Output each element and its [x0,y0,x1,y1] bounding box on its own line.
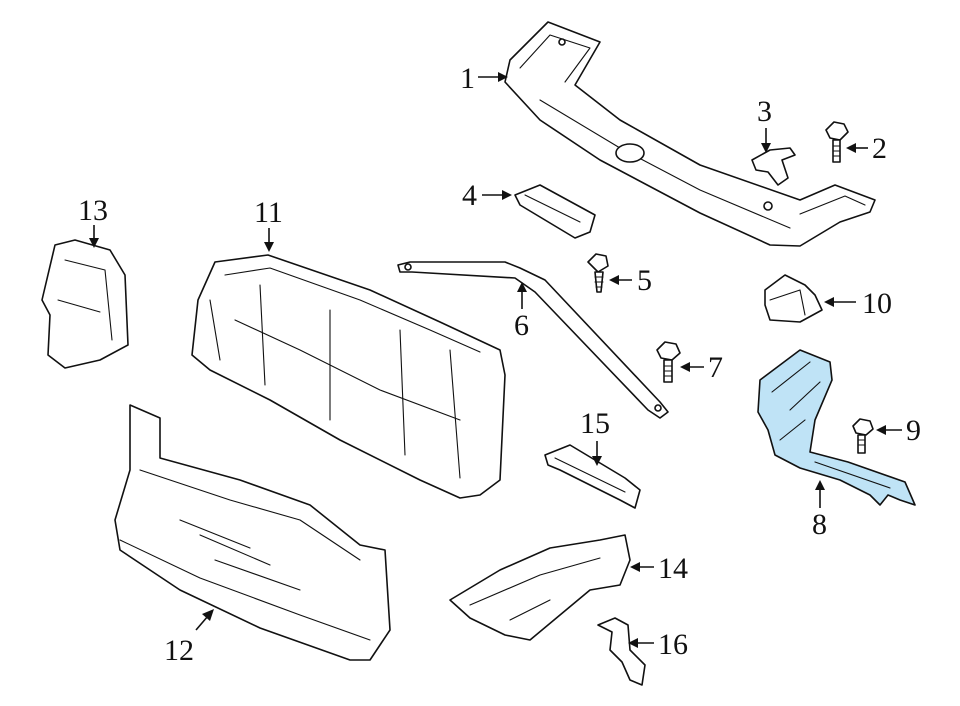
callout-13: 13 [78,194,108,248]
callout-label: 11 [254,196,283,229]
callout-label: 1 [460,62,475,95]
callout-label: 3 [757,95,772,128]
callout-5: 5 [609,264,652,297]
arrow-icon [89,238,99,248]
arrow-icon [517,282,527,292]
arrow-icon [680,362,690,372]
callout-10: 10 [824,287,892,320]
callout-label: 6 [514,309,529,342]
callout-6: 6 [514,282,529,342]
callout-7: 7 [680,351,723,384]
callout-label: 12 [164,634,194,667]
arrow-icon [628,638,638,648]
callout-label: 8 [812,508,827,541]
part-4-bracket [514,184,596,239]
arrow-icon [630,562,640,572]
part-13-air-guide [41,239,129,369]
arrow-icon [264,242,274,252]
callout-12: 12 [164,609,214,667]
callout-3: 3 [757,95,772,153]
callout-4: 4 [462,179,512,212]
callout-label: 7 [708,351,723,384]
part-8-bracket-highlighted [757,349,916,506]
arrow-icon [202,609,214,621]
callout-label: 2 [872,132,887,165]
callout-1: 1 [460,62,508,95]
callout-label: 4 [462,179,477,212]
callout-9: 9 [876,414,921,447]
callout-label: 15 [580,407,610,440]
callout-label: 5 [637,264,652,297]
part-9-bolt [852,418,874,454]
callout-8: 8 [812,480,827,541]
callout-16: 16 [628,628,688,661]
part-6-brace [397,261,669,419]
callout-15: 15 [580,407,610,466]
arrow-icon [498,72,508,82]
part-1-upper-support [504,21,876,247]
arrow-icon [876,425,886,435]
part-15-bracket [544,444,641,509]
part-2-bolt [825,121,849,163]
arrow-icon [846,143,856,153]
callout-label: 9 [906,414,921,447]
part-10-bracket [764,274,823,323]
part-14-duct [449,534,631,641]
callout-2: 2 [846,132,887,165]
arrow-icon [592,456,602,466]
callout-label: 13 [78,194,108,227]
part-3-clip [751,147,796,186]
part-12-deflector [114,404,391,661]
arrow-icon [609,275,619,285]
arrow-icon [761,143,771,153]
callout-label: 10 [862,287,892,320]
part-11-frame [191,254,506,499]
part-7-bolt [656,341,681,383]
callout-label: 14 [658,552,688,585]
arrow-icon [502,190,512,200]
arrow-icon [824,297,834,307]
callout-11: 11 [254,196,283,252]
part-5-screw [587,253,609,293]
part-16-strap [597,617,646,686]
callout-14: 14 [630,552,688,585]
callout-label: 16 [658,628,688,661]
arrow-icon [815,480,825,490]
